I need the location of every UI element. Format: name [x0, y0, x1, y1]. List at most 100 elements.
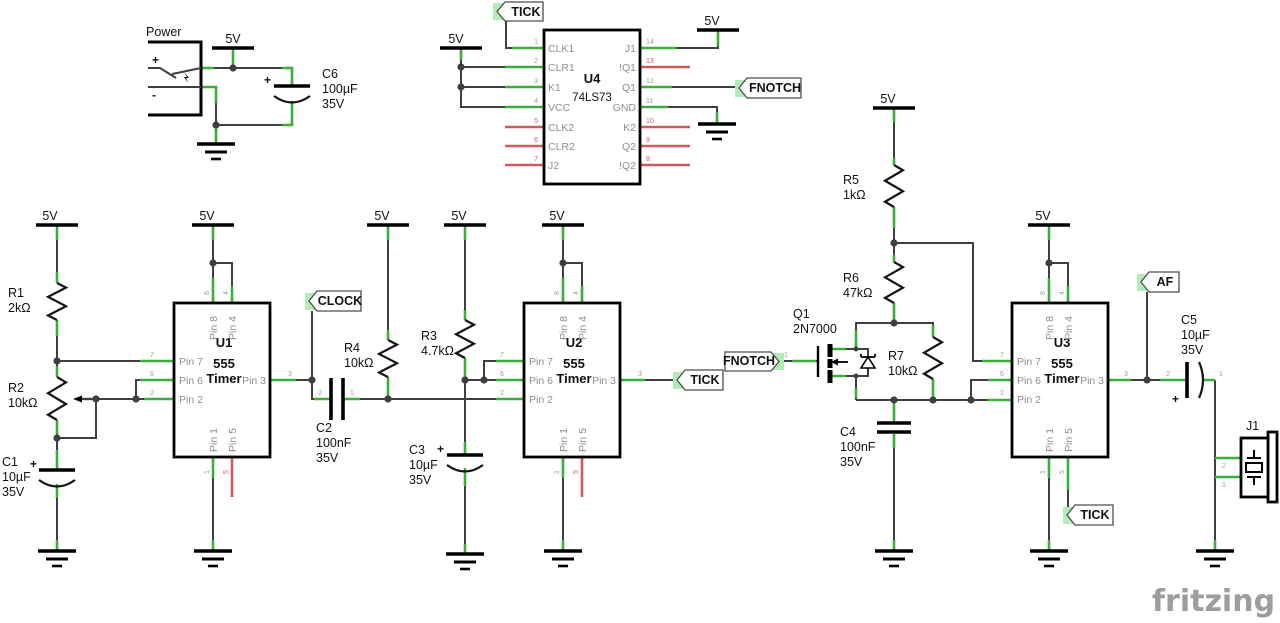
resistor-ref: R1: [8, 286, 24, 300]
net-label-text: AF: [1157, 275, 1174, 289]
rail-5v-u4-left[interactable]: 5V: [440, 32, 482, 50]
pin-number: 2: [1222, 463, 1226, 470]
capacitor-c3[interactable]: + C3 10µF 35V: [409, 442, 484, 487]
capacitor-ref: C5: [1181, 313, 1197, 327]
pin-name: Pin 2: [1017, 394, 1041, 406]
pin-name: Pin 5: [577, 428, 589, 452]
rail-5v-label: 5V: [549, 209, 565, 223]
pin-number: 1: [1040, 470, 1047, 474]
ic-u3[interactable]: U3 555 Timer Pin 7 Pin 6 Pin 2 Pin 3 Pin…: [1000, 291, 1128, 474]
resistor-r6[interactable]: R6 47kΩ: [843, 261, 906, 304]
resistor-r7[interactable]: R7 10kΩ: [888, 336, 945, 380]
rail-5v-r5[interactable]: 5V: [873, 92, 915, 110]
pin-name: J1: [625, 43, 636, 55]
resistor-r4[interactable]: R4 10kΩ: [344, 339, 400, 378]
net-label-tick-u4[interactable]: TICK: [493, 1, 544, 22]
pin-number: 1: [554, 470, 561, 474]
pin-number: 4: [1059, 291, 1066, 295]
pin-number: 2: [150, 390, 154, 397]
resistor-r3[interactable]: R3 4.7kΩ: [421, 319, 477, 359]
ic-u1[interactable]: U1 555 Timer Pin 7 Pin 6 Pin 2 Pin 3 Pin…: [150, 291, 292, 474]
ic-u2[interactable]: U2 555 Timer Pin 7 Pin 6 Pin 2 Pin 3 Pin…: [500, 291, 642, 474]
capacitor-c4[interactable]: C4 100nF 35V: [840, 421, 911, 469]
ground-symbol: [38, 549, 76, 568]
power-jack[interactable]: Power + -: [146, 25, 203, 117]
pin-name: Pin 3: [592, 375, 616, 387]
pin-number: 3: [288, 371, 292, 378]
piezo-icon: [1245, 450, 1263, 485]
ground-symbols[interactable]: [38, 122, 1234, 571]
rail-5v-u2[interactable]: 5V: [542, 209, 584, 227]
rail-5v-u1[interactable]: 5V: [192, 209, 234, 227]
pin-number: 6: [500, 371, 504, 378]
capacitor-c5[interactable]: + C5 10µF 35V: [1172, 313, 1210, 406]
net-label-fnotch-q1[interactable]: FNOTCH: [723, 351, 784, 372]
capacitor-ref: C6: [322, 67, 338, 81]
rail-5v-u3[interactable]: 5V: [1028, 209, 1070, 227]
capacitor-c6[interactable]: + C6 100µF 35V: [264, 67, 358, 111]
pin-name: Pin 1: [558, 428, 570, 452]
pin-number: 6: [1000, 371, 1004, 378]
pin-name: Pin 8: [208, 316, 220, 340]
pin-number: 10: [646, 118, 654, 125]
capacitor-value: 10µF: [2, 470, 31, 484]
rail-5v-u4-right[interactable]: 5V: [697, 14, 739, 32]
pin-name: K1: [548, 82, 561, 94]
fritzing-logo: fritzing: [1152, 584, 1275, 619]
resistor-r1[interactable]: R1 2kΩ: [8, 282, 69, 321]
rail-5v-power[interactable]: 5V: [212, 32, 254, 50]
pin-number: 7: [534, 156, 538, 163]
rail-5v-label: 5V: [880, 92, 896, 106]
pin-name: Pin 2: [529, 394, 553, 406]
pin-number: 4: [534, 98, 538, 105]
resistor-value: 4.7kΩ: [421, 344, 454, 358]
body-diode-icon: [859, 355, 877, 369]
net-label-clock[interactable]: CLOCK: [305, 290, 362, 312]
resistor-value: 1kΩ: [843, 188, 866, 202]
capacitor-ref: C3: [409, 443, 425, 457]
net-label-tick-u3[interactable]: TICK: [1063, 504, 1114, 526]
pin-name: Pin 3: [1080, 375, 1104, 387]
ground-symbol: [698, 122, 736, 141]
net-label-tick-u2[interactable]: TICK: [673, 369, 724, 391]
pin-number: 3: [638, 371, 642, 378]
connector-ref: J1: [1246, 419, 1259, 433]
pin-number: 2: [1166, 371, 1170, 378]
switch-bolt-icon: [184, 72, 189, 83]
resistor-value: 47kΩ: [843, 286, 873, 300]
mosfet-q1[interactable]: Q1 2N7000 1: [784, 307, 877, 383]
pin-name: Q2: [622, 141, 636, 153]
pin-name: Pin 7: [1017, 356, 1041, 368]
net-label-af[interactable]: AF: [1137, 271, 1180, 293]
pin-number: 5: [1059, 470, 1066, 474]
capacitor-c1[interactable]: + C1 10µF 35V: [2, 455, 76, 499]
potentiometer-r2[interactable]: R2 10kΩ: [8, 376, 96, 421]
power-plus: +: [152, 53, 159, 67]
pin-name: J2: [548, 160, 559, 172]
rail-5v-r4[interactable]: 5V: [367, 209, 409, 227]
buzzer-j1[interactable]: J1 2 1: [1222, 419, 1279, 504]
pin-name: !Q1: [619, 62, 636, 74]
rail-5v-r1[interactable]: 5V: [36, 209, 78, 227]
resistor-r5[interactable]: R5 1kΩ: [843, 164, 906, 208]
polarity-plus: +: [1172, 392, 1179, 406]
power-minus: -: [152, 88, 156, 102]
pin-number: 1: [1219, 371, 1223, 378]
resistor-value: 10kΩ: [8, 396, 38, 410]
pin-name: Pin 5: [1063, 428, 1075, 452]
rail-5v-r3[interactable]: 5V: [444, 209, 486, 227]
net-label-fnotch-u4[interactable]: FNOTCH: [735, 77, 802, 99]
pin-number: 2: [318, 390, 322, 397]
ic-ref: U2: [566, 335, 583, 350]
rail-5v-label: 5V: [1035, 209, 1051, 223]
ic-u4[interactable]: U4 74LS73 CLK1 CLR1 K1 VCC CLK2 CLR2 J2 …: [534, 28, 654, 186]
resistor-ref: R7: [888, 349, 904, 363]
pin-name: CLK1: [548, 43, 574, 55]
pin-number: 7: [500, 352, 504, 359]
resistor-ref: R3: [421, 329, 437, 343]
pin-name: Pin 7: [529, 356, 553, 368]
transistor-part: 2N7000: [793, 322, 837, 336]
capacitor-c2[interactable]: C2 100nF 35V: [316, 378, 352, 465]
